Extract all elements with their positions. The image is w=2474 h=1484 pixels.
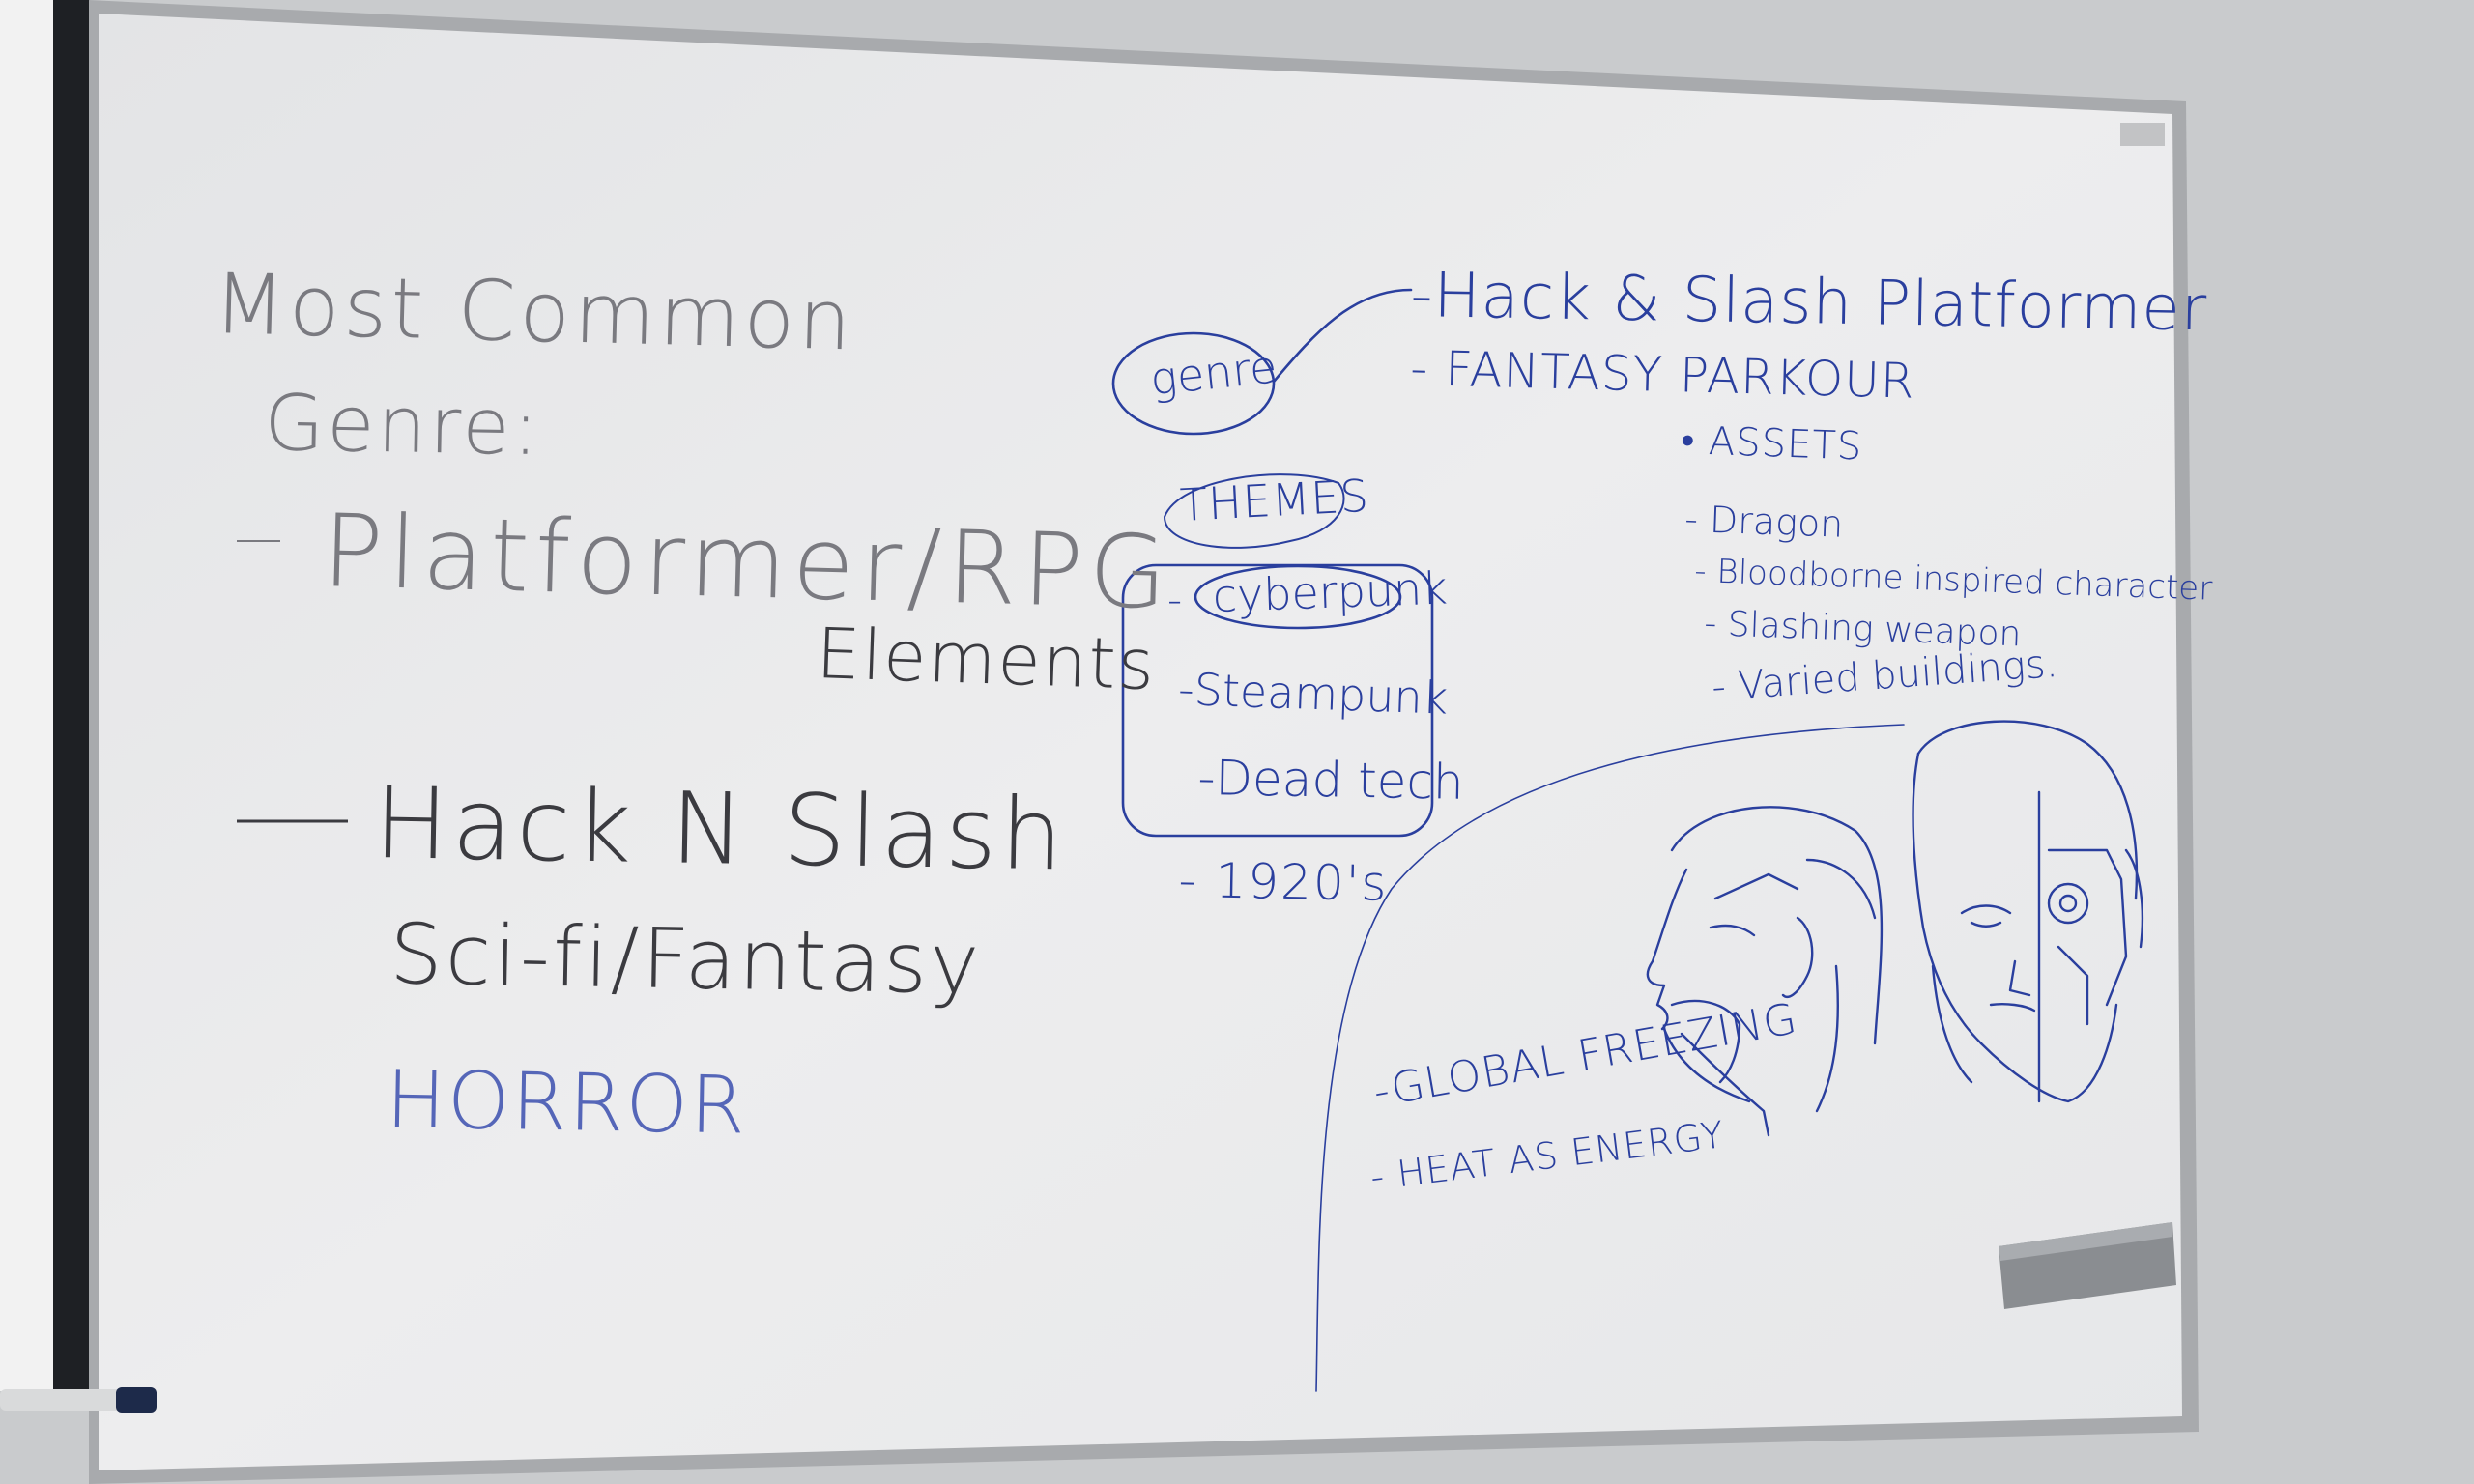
marker-icon <box>0 1387 157 1413</box>
genre-line-fantasy-parkour: - FANTASY PARKOUR <box>1409 340 1916 410</box>
item-platformer-rpg: Platformer/RPG <box>321 492 1174 632</box>
themes-item-cyberpunk: cyberpunk <box>1211 561 1449 622</box>
item-horror: HORROR <box>385 1054 748 1153</box>
projection-screen-border <box>53 0 90 1391</box>
projection-screen <box>0 0 56 1391</box>
themes-item-dead-tech: -Dead tech <box>1197 750 1465 811</box>
whiteboard-surface <box>99 14 2182 1470</box>
item-scifi-fantasy: Sci-fi/Fantasy <box>388 906 983 1013</box>
themes-item-steampunk: -Steampunk <box>1177 663 1450 725</box>
assets-heading: • ASSETS <box>1680 418 1863 470</box>
themes-item-1920s: - 1920's <box>1178 852 1390 912</box>
themes-dash: - <box>1167 576 1183 623</box>
item-hack-n-slash: Hack N Slash <box>373 766 1068 894</box>
genre-line-hack-slash-platformer: -Hack & Slash Platformer <box>1409 260 2208 346</box>
eraser-icon <box>1999 1222 2176 1309</box>
themes-bubble-label: THEMES <box>1178 469 1371 531</box>
item-elements: Elements <box>815 613 1158 706</box>
genre-bubble-label: genre <box>1147 340 1280 406</box>
assets-item-dragon: - Dragon <box>1683 498 1845 546</box>
heading-most-common: Most Common <box>212 256 856 370</box>
heading-genre: Genre: <box>263 378 543 472</box>
